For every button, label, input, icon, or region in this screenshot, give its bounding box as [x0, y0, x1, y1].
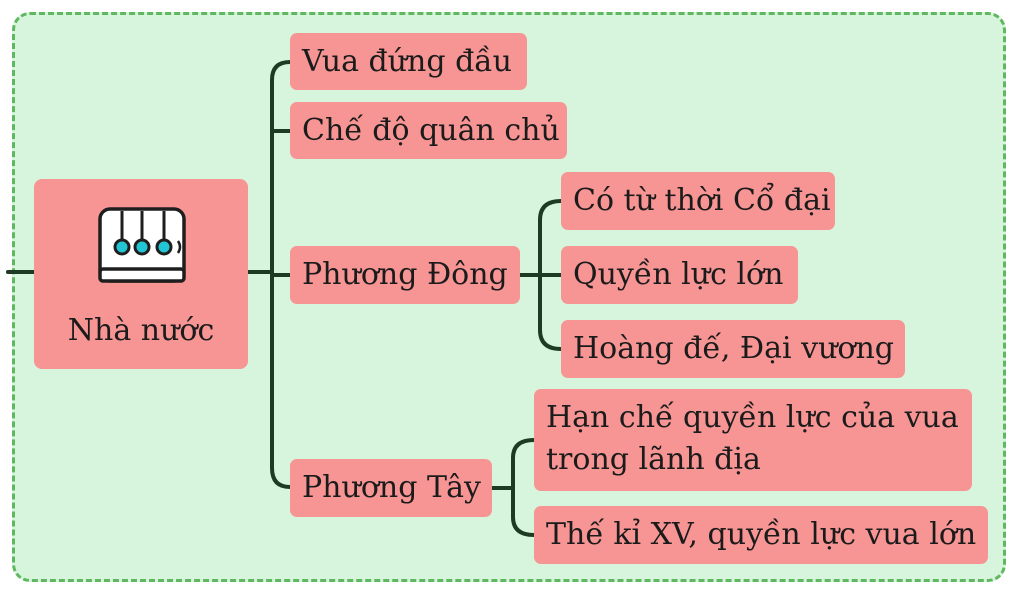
child-label: Quyền lực lớn	[573, 257, 784, 292]
child-label: Có từ thời Cổ đại	[573, 183, 831, 218]
west-child-15th-century: Thế kỉ XV, quyền lực vua lớn	[534, 506, 988, 564]
branch-label: Phương Tây	[302, 470, 481, 505]
east-child-titles: Hoàng đế, Đại vương	[561, 320, 905, 378]
east-child-power: Quyền lực lớn	[561, 246, 798, 304]
west-child-limited-power: Hạn chế quyền lực của vua trong lãnh địa	[534, 389, 972, 491]
branch-label: Chế độ quân chủ	[302, 113, 560, 148]
branch-monarchy: Chế độ quân chủ	[290, 102, 567, 159]
root-label: Nhà nước	[67, 313, 215, 348]
branch-east: Phương Đông	[290, 246, 520, 304]
east-child-ancient: Có từ thời Cổ đại	[561, 172, 835, 230]
west-trunk	[511, 438, 536, 537]
child-label: Hạn chế quyền lực của vua trong lãnh địa	[546, 400, 959, 477]
branch-label: Vua đứng đầu	[302, 44, 512, 79]
branch-label: Phương Đông	[302, 257, 508, 292]
child-label: Thế kỉ XV, quyền lực vua lớn	[546, 517, 977, 552]
branch-king-head: Vua đứng đầu	[290, 33, 527, 90]
newtons-cradle-icon	[98, 207, 186, 283]
branch-west: Phương Tây	[290, 459, 492, 517]
child-label: Hoàng đế, Đại vương	[573, 331, 894, 366]
